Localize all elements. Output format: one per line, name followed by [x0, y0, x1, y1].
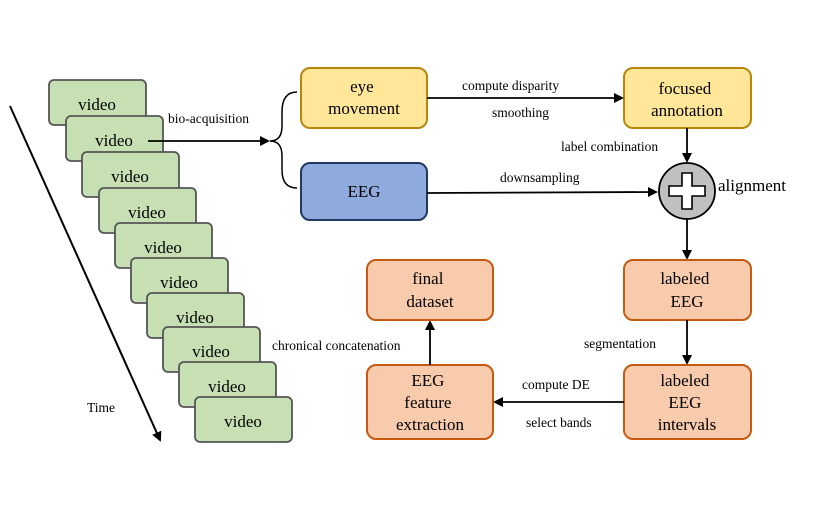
eeg-label: EEG: [347, 182, 380, 201]
eeg-feature-extraction-label: EEG feature extraction: [396, 371, 464, 434]
video-card-label: video: [128, 203, 166, 222]
downsampling-label: downsampling: [500, 170, 580, 185]
alignment-label: alignment: [718, 176, 786, 195]
plus-icon: [668, 172, 706, 210]
segmentation-label: segmentation: [584, 336, 656, 351]
label-combination-label: label combination: [561, 139, 658, 154]
alignment-node: [658, 162, 716, 220]
video-card-label: video: [160, 273, 198, 292]
chronical-concatenation-label: chronical concatenation: [272, 338, 401, 353]
video-stack: video video video video video video video video…: [48, 79, 293, 443]
downsampling-arrow: [426, 187, 658, 198]
final-dataset-box: [366, 259, 494, 321]
video-card-label: video: [176, 308, 214, 327]
final-dataset-label: final dataset: [406, 269, 453, 311]
video-card: video: [48, 79, 147, 126]
video-card-label: video: [144, 238, 182, 257]
eeg-box: [300, 162, 428, 221]
compute-de-label: compute DE: [522, 377, 590, 392]
video-card-label: video: [95, 131, 133, 150]
video-card: video: [81, 151, 180, 198]
video-card-label: video: [192, 342, 230, 361]
labeled-eeg-label: labeled EEG: [660, 269, 713, 311]
video-card-label: video: [111, 167, 149, 186]
video-card-label: video: [208, 377, 246, 396]
focused-annotation-label: focused annotation: [651, 79, 723, 120]
labeled-eeg-intervals-label: labeled EEG intervals: [658, 371, 717, 434]
time-label: Time: [87, 400, 115, 415]
time-arrow: [9, 105, 162, 442]
eye-movement-label: eye movement: [328, 77, 400, 118]
smoothing-label: smoothing: [492, 105, 549, 120]
video-card: video: [114, 222, 213, 269]
video-card: video: [194, 396, 293, 443]
video-card-label: video: [78, 95, 116, 114]
select-bands-label: select bands: [526, 415, 592, 430]
bio-acquisition-label: bio-acquisition: [168, 111, 249, 126]
compute-disparity-label: compute disparity: [462, 78, 559, 93]
video-card-label: video: [224, 412, 262, 431]
video-card: video: [130, 257, 229, 304]
video-card-box: [194, 396, 293, 443]
video-card: video: [98, 187, 197, 234]
brace: [269, 91, 298, 189]
